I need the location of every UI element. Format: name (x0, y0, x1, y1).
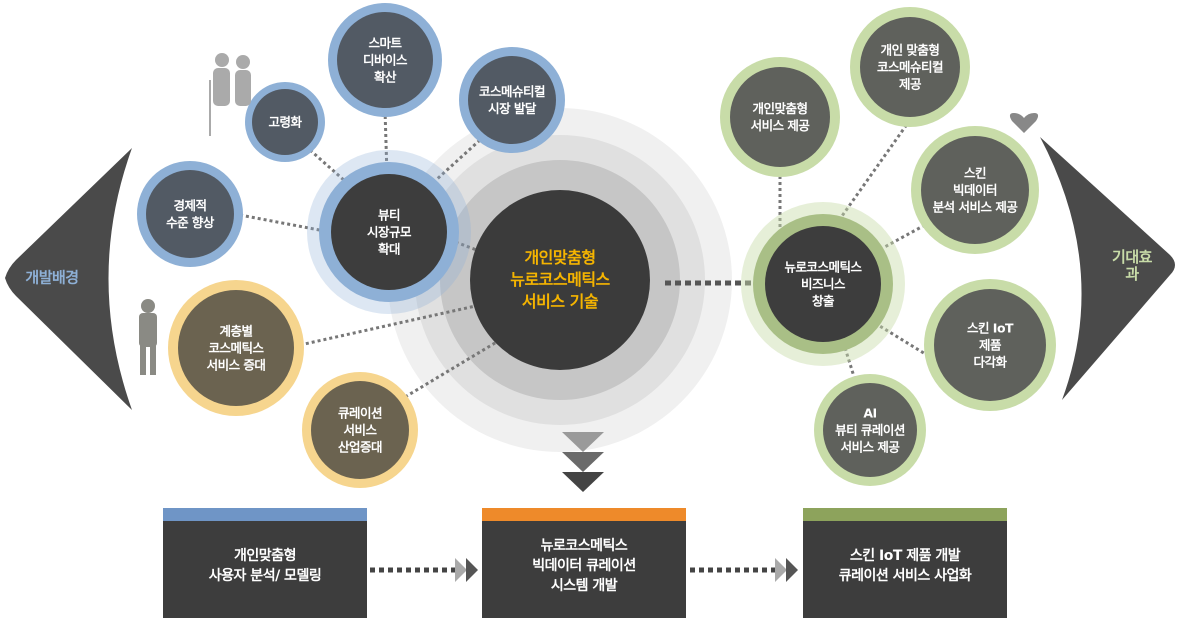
effect-item: AI 뷰티 큐레이션 서비스 제공 (835, 405, 905, 455)
background-item: 경제적 수준 향상 (166, 198, 214, 230)
development-background-label: 개발배경 (25, 268, 79, 287)
effect-item: 스킨 IoT 제품 다각화 (966, 320, 1014, 370)
service-item: 계층별 코스메틱스 서비스 증대 (206, 323, 266, 373)
step-box-3: 스킨 IoT 제품 개발 큐레이션 서비스 사업화 (803, 508, 1007, 618)
background-item: 스마트 디바이스 확산 (362, 35, 408, 85)
step-box-1: 개인맞춤형 사용자 분석/ 모델링 (163, 508, 367, 618)
step-connectors (370, 558, 798, 582)
step-color-bar (163, 508, 367, 521)
step-label: 개인맞춤형 사용자 분석/ 모델링 (208, 548, 322, 584)
effect-item: 스킨 빅데이터 분석 서비스 제공 (932, 165, 1018, 215)
beauty-market-hub: 뷰티 시장규모 확대 (366, 207, 412, 257)
step-box-2: 뉴로코스메틱스 빅데이터 큐레이션 시스템 개발 (482, 508, 686, 618)
down-chevrons-icon (562, 432, 604, 492)
right-arrow-shape (1040, 137, 1175, 400)
background-item: 고령화 (268, 114, 302, 130)
heart-icon (1009, 113, 1039, 133)
effect-item: 개인맞춤형 서비스 제공 (750, 101, 810, 133)
left-arrow-shape (5, 148, 132, 410)
service-item: 큐레이션 서비스 산업증대 (337, 405, 383, 455)
person-icon (139, 299, 157, 375)
expected-effects-label: 기대효과 (1112, 248, 1152, 283)
step-color-bar (482, 508, 686, 521)
step-label: 스킨 IoT 제품 개발 큐레이션 서비스 사업화 (838, 548, 972, 584)
center-circle (470, 190, 650, 370)
effect-item: 개인 맞춤형 코스메슈티컬 제공 (876, 42, 944, 92)
elderly-people-icon (209, 53, 251, 136)
background-item: 코스메슈티컬 시장 발달 (478, 84, 546, 116)
business-creation-hub: 뉴로코스메틱스 비즈니스 창출 (784, 259, 862, 309)
step-label: 뉴로코스메틱스 빅데이터 큐레이션 시스템 개발 (532, 538, 636, 594)
center-technology-label: 개인맞춤형 뉴로코스메틱스 서비스 기술 (510, 248, 610, 311)
step-color-bar (803, 508, 1007, 521)
